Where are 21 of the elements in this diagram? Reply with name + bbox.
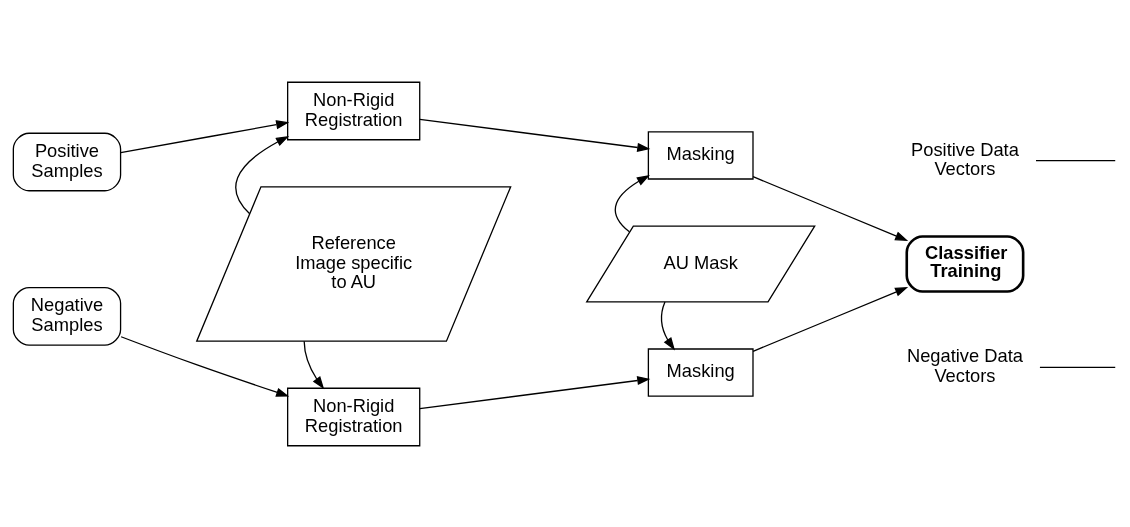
arrow xyxy=(120,335,290,397)
arrow xyxy=(660,300,675,350)
arrow xyxy=(419,375,651,409)
node-box: Masking xyxy=(647,130,754,180)
connector xyxy=(1035,159,1116,161)
arrow xyxy=(419,118,651,152)
node-box: Classifier Training xyxy=(905,234,1025,293)
arrow xyxy=(120,119,290,153)
node-text: Negative Data Vectors xyxy=(906,344,1023,386)
arrow xyxy=(614,174,650,232)
node-box: Positive Samples xyxy=(12,132,122,191)
arrow xyxy=(235,135,290,214)
arrow xyxy=(752,286,909,352)
arrow xyxy=(303,340,325,389)
node-box: Masking xyxy=(647,347,754,397)
arrow xyxy=(752,175,909,241)
node-box: Non-Rigid Registration xyxy=(287,387,421,446)
connector xyxy=(1039,366,1116,368)
node-box: Negative Samples xyxy=(12,286,122,346)
node-text: Positive Data Vectors xyxy=(911,138,1019,179)
node-box: Non-Rigid Registration xyxy=(287,81,421,140)
